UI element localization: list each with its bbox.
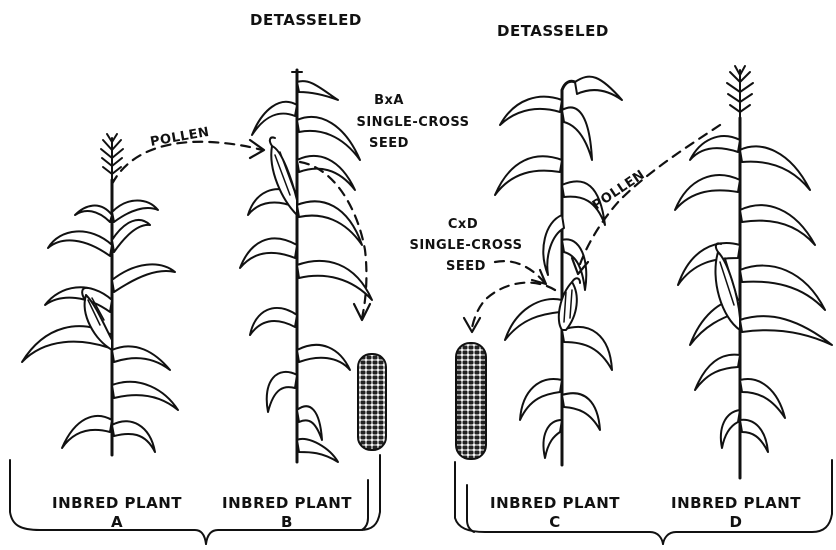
detasseled-label-left: DETASSELED: [250, 11, 362, 29]
cxd-label-line1: CxD: [448, 217, 478, 232]
plant-d-label: INBRED PLANT: [671, 494, 801, 512]
plant-d: [675, 66, 832, 478]
cxd-label-line2: SINGLE-CROSS: [409, 238, 522, 253]
plant-a-label: INBRED PLANT: [52, 494, 182, 512]
plant-a: [22, 134, 178, 455]
bxa-label-line1: BxA: [374, 93, 404, 108]
cxd-pointer-arrow: [495, 261, 546, 284]
pollen-label-left: POLLEN: [149, 125, 211, 150]
plant-b-label: INBRED PLANT: [222, 494, 352, 512]
bxa-label-line3: SEED: [369, 136, 409, 151]
detasseled-label-right: DETASSELED: [497, 22, 609, 40]
plant-a-letter: A: [111, 513, 123, 531]
plant-b-letter: B: [281, 513, 293, 531]
tassel-a: [101, 134, 123, 185]
plant-c: [495, 77, 622, 465]
plant-b: [240, 70, 372, 462]
plant-c-label: INBRED PLANT: [490, 494, 620, 512]
bxa-seed-ear: [358, 354, 386, 450]
tassel-d: [727, 66, 753, 125]
pollen-label-right: POLLEN: [590, 167, 648, 213]
bxa-label-line2: SINGLE-CROSS: [356, 115, 469, 130]
plant-c-letter: C: [549, 513, 561, 531]
cxd-label-line3: SEED: [446, 259, 486, 274]
cxd-seed-ear: [456, 343, 486, 459]
plant-d-letter: D: [730, 513, 743, 531]
pollen-arrow-a-to-b: [112, 140, 264, 184]
